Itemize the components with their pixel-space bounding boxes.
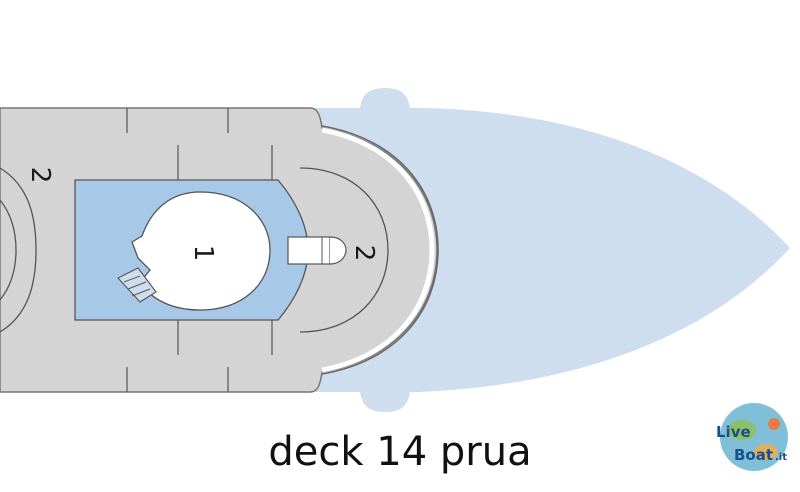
zone-1-label: 1	[188, 245, 218, 262]
deck-caption: deck 14 prua	[268, 429, 531, 475]
pool-basin	[131, 191, 271, 311]
bottom-dividers	[126, 320, 273, 392]
logo-boat-text: Boat	[734, 446, 773, 464]
zone-2-right-label: 2	[349, 245, 379, 262]
pool-steps	[117, 267, 157, 303]
logo-live-text: Live	[716, 423, 751, 441]
bow-rail	[321, 127, 435, 373]
bow-rail-outline	[321, 125, 439, 375]
liveboat-logo: Live Boat .it	[716, 403, 788, 471]
left-seating-arc-inner	[0, 199, 17, 301]
top-dividers	[126, 108, 273, 180]
bow-seating-arc	[299, 167, 389, 333]
zone-2-left-label: 2	[25, 167, 55, 184]
logo-suffix-text: .it	[775, 452, 787, 463]
bow-kiosk	[287, 236, 347, 265]
left-seating-arc-outer	[0, 167, 37, 333]
